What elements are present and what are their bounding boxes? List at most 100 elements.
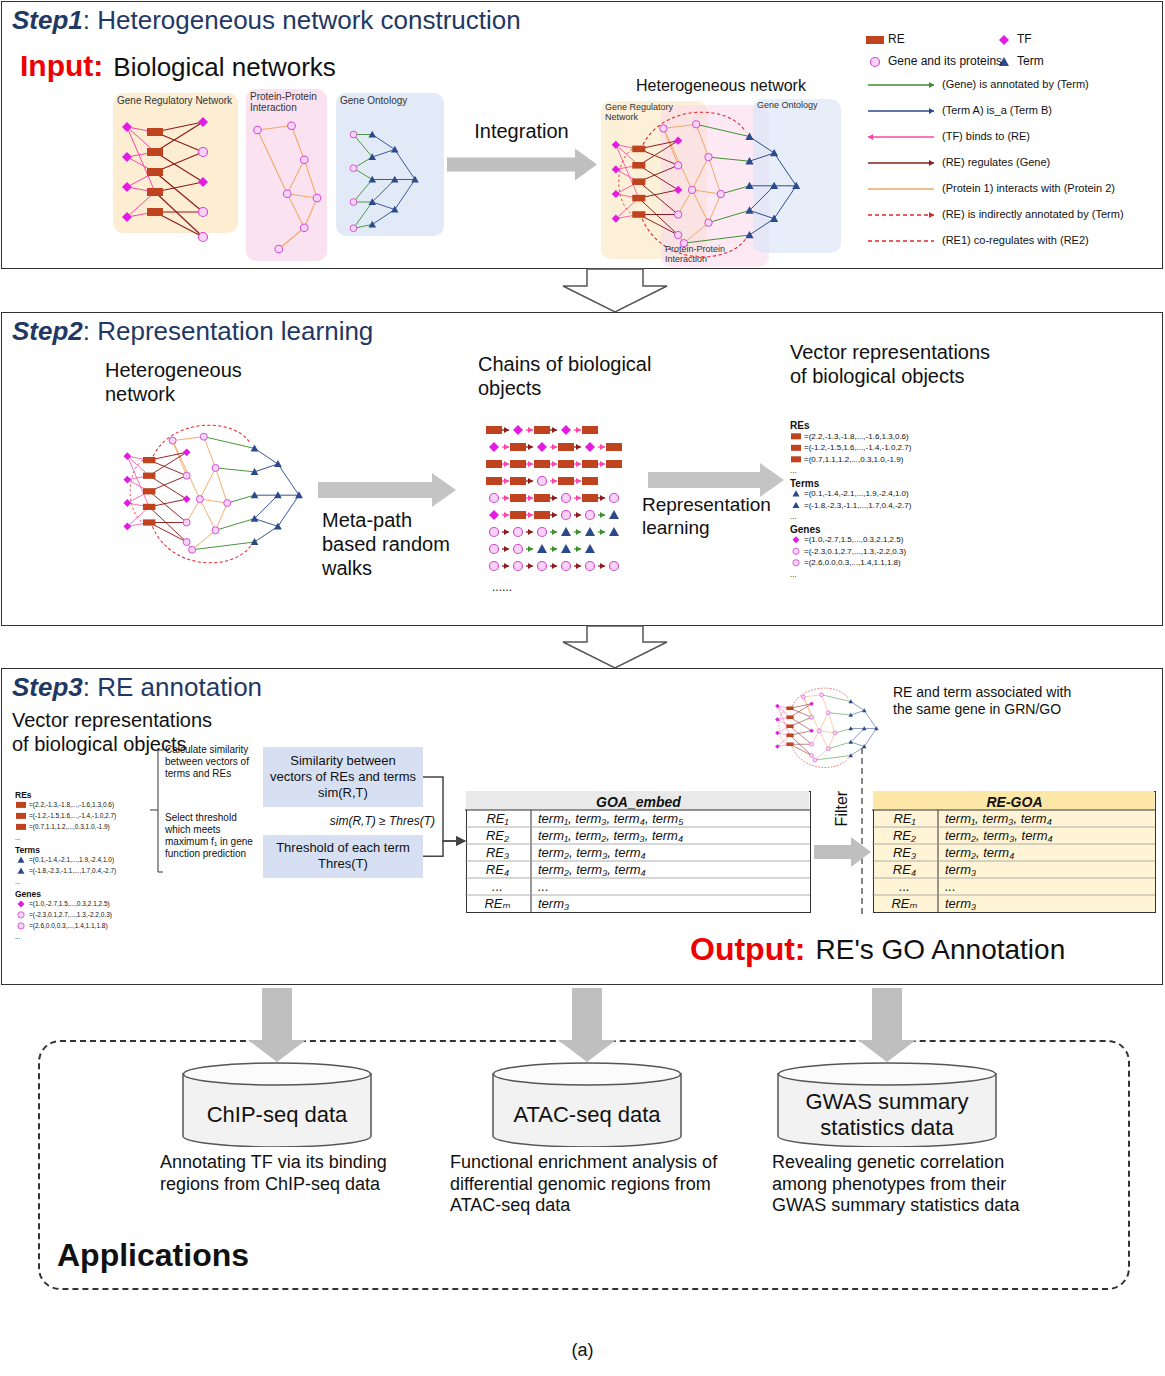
re-symbol xyxy=(558,443,574,451)
arrow-head xyxy=(504,512,509,518)
gene-symbol xyxy=(674,231,681,238)
link-line xyxy=(155,172,203,212)
link-line xyxy=(255,495,278,518)
term-symbol xyxy=(251,491,259,498)
gene-symbol xyxy=(514,545,523,554)
tf-symbol xyxy=(775,731,780,736)
legend-text: RE xyxy=(888,32,905,46)
table-cell: REₘ xyxy=(465,896,530,912)
re-symbol xyxy=(582,494,598,502)
node-label: Heterogeneous network xyxy=(599,77,843,95)
term-symbol xyxy=(369,221,377,228)
arrow-head xyxy=(600,563,605,569)
link-line xyxy=(692,157,708,190)
link-line xyxy=(574,463,581,464)
application-arrow xyxy=(248,988,306,1062)
link-line xyxy=(216,468,228,503)
gene-symbol xyxy=(300,224,308,232)
link-line xyxy=(550,531,557,532)
link-line xyxy=(149,452,186,460)
link-line xyxy=(304,198,317,228)
term-symbol xyxy=(609,510,619,519)
link-line xyxy=(663,128,692,190)
link-line xyxy=(287,194,317,198)
application-note: Revealing genetic correlation among phen… xyxy=(772,1152,1062,1217)
arrow-head xyxy=(504,495,509,501)
tf-symbol xyxy=(674,137,682,145)
arrow-head xyxy=(929,212,934,218)
tf-symbol xyxy=(183,495,191,503)
tf-symbol xyxy=(122,182,132,192)
arrow-head xyxy=(929,108,934,114)
link-line xyxy=(750,210,775,218)
link-line xyxy=(616,182,639,194)
arrow-head xyxy=(600,495,605,501)
term-symbol xyxy=(251,515,259,522)
selection-bracket xyxy=(150,748,862,914)
arrow-head xyxy=(504,546,509,552)
arrow-head xyxy=(929,160,934,166)
link-line xyxy=(678,235,684,243)
legend-text: (Term A) is_a (Term B) xyxy=(942,104,1154,116)
vector-value: ... xyxy=(790,466,797,476)
link-line xyxy=(750,219,775,235)
link-line xyxy=(526,446,533,447)
re-symbol xyxy=(143,457,155,463)
table-cell: RE₁ xyxy=(872,811,937,827)
indirect-annotation xyxy=(153,425,250,456)
arrow-head xyxy=(552,529,557,535)
link-line xyxy=(127,503,149,507)
term-symbol xyxy=(849,726,854,730)
link-line xyxy=(155,211,203,212)
gene-symbol xyxy=(693,121,700,128)
link-line xyxy=(684,223,709,244)
link-line xyxy=(804,697,820,731)
link-line xyxy=(550,463,557,464)
gene-symbol xyxy=(610,494,619,503)
link-line xyxy=(155,122,203,152)
link-line xyxy=(287,160,304,194)
step-number: Step2 xyxy=(12,316,83,347)
term-symbol xyxy=(874,726,879,730)
step-number: Step3 xyxy=(12,672,83,703)
output-description: RE's GO Annotation xyxy=(816,933,1066,967)
term-symbol xyxy=(369,198,377,205)
arrow-head xyxy=(576,461,581,467)
vector-value: ... xyxy=(790,512,797,522)
gene-symbol xyxy=(801,695,805,699)
link-line xyxy=(868,136,934,137)
gene-symbol xyxy=(169,437,176,444)
link-line xyxy=(639,149,678,165)
link-line xyxy=(678,190,692,215)
link-line xyxy=(812,756,815,761)
vector-value: =(0.1,-1.4,-2.1,...,1.9,-2.4,1.0) xyxy=(29,856,114,864)
vector-value: =(2.2,-1.3,-1.8,...,-1.6,1.3,0.6) xyxy=(804,432,909,442)
gene-symbol xyxy=(810,742,814,746)
link-line xyxy=(828,742,851,749)
link-line xyxy=(861,748,862,914)
node-label: ATAC-seq data xyxy=(513,1102,660,1127)
table-cell: RE₁ xyxy=(465,811,530,827)
gene-symbol xyxy=(705,219,712,226)
term-symbol xyxy=(793,502,800,508)
legend-text: (Gene) is annotated by (Term) xyxy=(942,78,1154,90)
table-cell: term₂, term₄ xyxy=(945,845,1014,861)
re-symbol xyxy=(147,208,163,216)
vector-value: =(1.0,-2.7,1.5,...,0.3,2.1,2.5) xyxy=(29,900,110,908)
gene-symbol xyxy=(826,747,830,751)
arrow-head xyxy=(576,512,581,518)
gene-symbol xyxy=(350,225,357,232)
edge-label: sim(R,T) ≥ Thres(T) xyxy=(328,814,437,828)
link-line xyxy=(502,514,509,515)
link-line xyxy=(149,452,186,475)
link-line xyxy=(696,124,708,157)
table-cell: term₃ xyxy=(945,862,976,878)
tf-symbol xyxy=(775,744,780,749)
process-arrow xyxy=(648,463,784,497)
link-line xyxy=(502,531,509,532)
link-line xyxy=(526,480,533,481)
node-label: GWAS summary statistics data xyxy=(785,1089,989,1140)
link-line xyxy=(526,565,533,566)
link-line xyxy=(216,519,255,531)
link-line xyxy=(790,704,812,709)
